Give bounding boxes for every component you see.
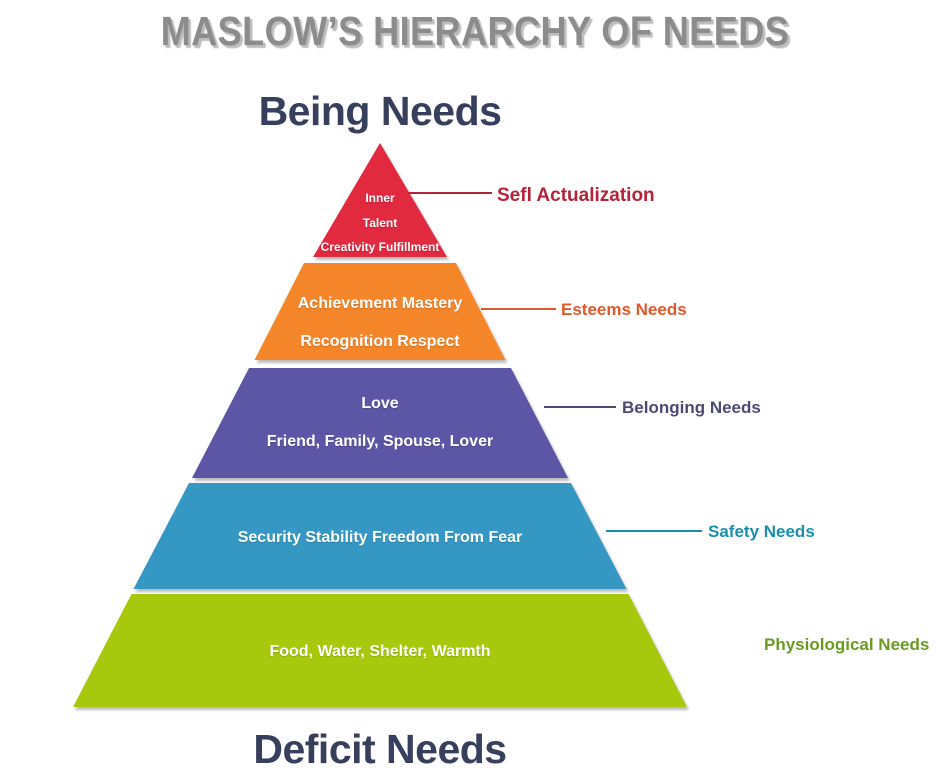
pyramid-tier-esteem[interactable] <box>254 263 506 360</box>
side-label-physiological[interactable]: Physiological Needs <box>764 635 930 654</box>
pyramid-tier-self-actualization[interactable] <box>313 143 447 257</box>
side-label-esteem[interactable]: Esteems Needs <box>561 300 687 319</box>
pyramid-tier-physiological[interactable] <box>73 594 687 707</box>
side-label-belonging[interactable]: Belonging Needs <box>622 398 761 417</box>
deficit-needs-group-label: Deficit Needs <box>253 726 507 772</box>
pyramid-tier-belonging[interactable] <box>192 368 568 478</box>
being-needs-group-label: Being Needs <box>258 88 502 134</box>
side-label-self-actualization[interactable]: Sefl Actualization <box>497 185 655 206</box>
page-title: MASLOW’S HIERARCHY OF NEEDS <box>160 8 790 54</box>
side-label-safety[interactable]: Safety Needs <box>708 522 815 541</box>
pyramid-tier-safety[interactable] <box>133 483 627 589</box>
